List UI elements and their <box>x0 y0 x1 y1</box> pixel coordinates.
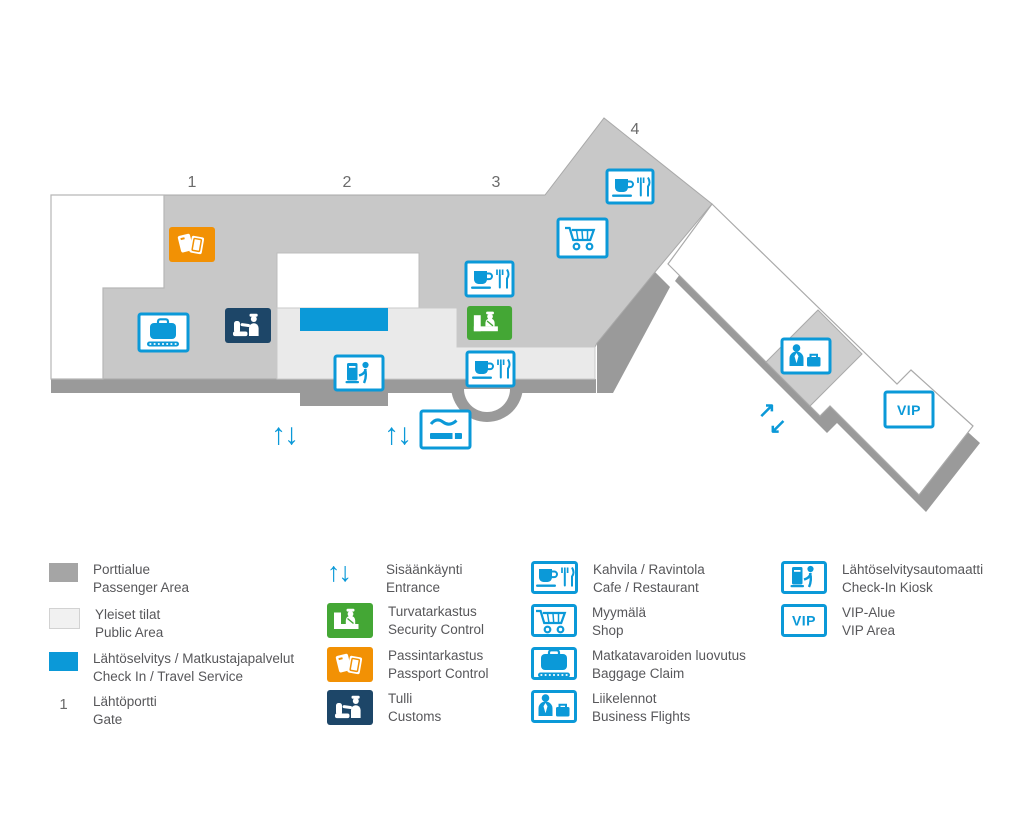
business-flights-icon <box>780 337 832 375</box>
public-area-left <box>50 194 165 380</box>
legend-label-en: Cafe / Restaurant <box>593 580 699 595</box>
cafe-restaurant-icon <box>531 561 578 594</box>
legend-label-en: Entrance <box>386 580 441 595</box>
legend-label-en: Passport Control <box>388 666 489 681</box>
passenger-area-swatch <box>49 563 78 582</box>
legend-label-fi: Kahvila / Ravintola <box>593 562 705 577</box>
legend-label-en: Customs <box>388 709 442 724</box>
legend-label-fi: Myymälä <box>592 605 647 620</box>
legend-label-fi: Liikelennot <box>592 691 657 706</box>
passport-control-icon <box>327 647 373 682</box>
entrance-arrows-icon: ↑↓ <box>327 557 352 587</box>
legend-item-customs: Tulli Customs <box>327 690 441 726</box>
svg-text:VIP: VIP <box>897 402 921 418</box>
baggage-claim-icon <box>531 647 577 680</box>
legend-item-public-area: Yleiset tilat Public Area <box>49 606 163 642</box>
legend-label-en: Passenger Area <box>93 580 190 595</box>
legend-item-security: Turvatarkastus Security Control <box>327 603 484 639</box>
check-in-zone <box>300 308 388 331</box>
transfer-arrow-ne: ↗ <box>758 399 776 422</box>
svg-text:VIP: VIP <box>792 613 816 629</box>
entrance-arrows-left: ↑↓ <box>271 418 297 451</box>
legend-label-en: Public Area <box>95 625 164 640</box>
shop-icon <box>531 604 577 637</box>
legend-label-en: Baggage Claim <box>592 666 685 681</box>
legend-label-en: Security Control <box>388 622 485 637</box>
cafe-icon-gate4 <box>605 168 655 205</box>
legend-item-passport: Passintarkastus Passport Control <box>327 647 489 683</box>
business-flights-icon <box>531 690 577 723</box>
legend-item-baggage: Matkatavaroiden luovutus Baggage Claim <box>531 647 746 683</box>
legend-label-fi: Matkatavaroiden luovutus <box>592 648 746 663</box>
entrance-arrows-right: ↑↓ <box>384 418 410 451</box>
legend-label-fi: Turvatarkastus <box>388 604 477 619</box>
customs-icon <box>225 308 271 343</box>
legend-item-vip: VIP VIP-Alue VIP Area <box>781 604 895 640</box>
legend-label-en: Business Flights <box>592 709 691 724</box>
check-in-kiosk-icon <box>333 354 385 392</box>
floor-plan: 1 2 3 4 <box>50 117 980 512</box>
legend-label-fi: Yleiset tilat <box>95 607 161 622</box>
legend-label-fi: Passintarkastus <box>388 648 484 663</box>
smoking-area-icon <box>419 409 472 450</box>
legend-label-en: Check In / Travel Service <box>93 669 244 684</box>
legend-label-fi: Tulli <box>388 691 413 706</box>
public-area-swatch <box>49 608 80 629</box>
public-area-center-top <box>276 252 420 309</box>
legend-item-cafe: Kahvila / Ravintola Cafe / Restaurant <box>531 561 705 597</box>
legend-label-en: Gate <box>93 712 123 727</box>
legend-label-fi: VIP-Alue <box>842 605 896 620</box>
gate-label-2: 2 <box>343 174 352 191</box>
vip-badge: VIP <box>883 390 935 429</box>
legend-label-en: VIP Area <box>842 623 896 638</box>
legend-item-shop: Myymälä Shop <box>531 604 646 640</box>
transfer-arrow-sw: ↙ <box>769 415 787 438</box>
gate-label-1: 1 <box>188 174 197 191</box>
legend-label-fi: Lähtöselvitys / Matkustajapalvelut <box>93 651 295 666</box>
check-in-swatch <box>49 652 78 671</box>
vip-area-icon: VIP <box>781 604 827 637</box>
gate-label-4: 4 <box>631 121 640 138</box>
legend-item-gate: 1 Lähtöportti Gate <box>49 693 157 729</box>
legend-item-passenger-area: Porttialue Passenger Area <box>49 561 189 597</box>
shop-icon <box>556 217 609 259</box>
legend-item-business: Liikelennot Business Flights <box>531 690 690 726</box>
legend-item-check-in: Lähtöselvitys / Matkustajapalvelut Check… <box>49 650 294 686</box>
gate-number-symbol: 1 <box>59 696 68 713</box>
legend-item-entrance: ↑↓ Sisäänkäynti Entrance <box>327 557 463 597</box>
check-in-kiosk-icon <box>781 561 827 594</box>
customs-icon <box>327 690 373 725</box>
legend-item-kiosk: Lähtöselvitysautomaatti Check-In Kiosk <box>781 561 983 597</box>
legend-label-fi: Lähtöportti <box>93 694 157 709</box>
cafe-icon-mid <box>464 260 515 298</box>
passport-control-icon <box>169 227 215 262</box>
cafe-icon-lower <box>465 350 516 388</box>
security-control-icon <box>467 306 513 340</box>
legend-label-fi: Porttialue <box>93 562 151 577</box>
legend-label-en: Shop <box>592 623 624 638</box>
legend-label-en: Check-In Kiosk <box>842 580 933 595</box>
baggage-claim-icon <box>137 312 190 353</box>
legend-label-fi: Sisäänkäynti <box>386 562 463 577</box>
security-control-icon <box>327 603 373 638</box>
legend-label-fi: Lähtöselvitysautomaatti <box>842 562 984 577</box>
gate-label-3: 3 <box>492 174 501 191</box>
